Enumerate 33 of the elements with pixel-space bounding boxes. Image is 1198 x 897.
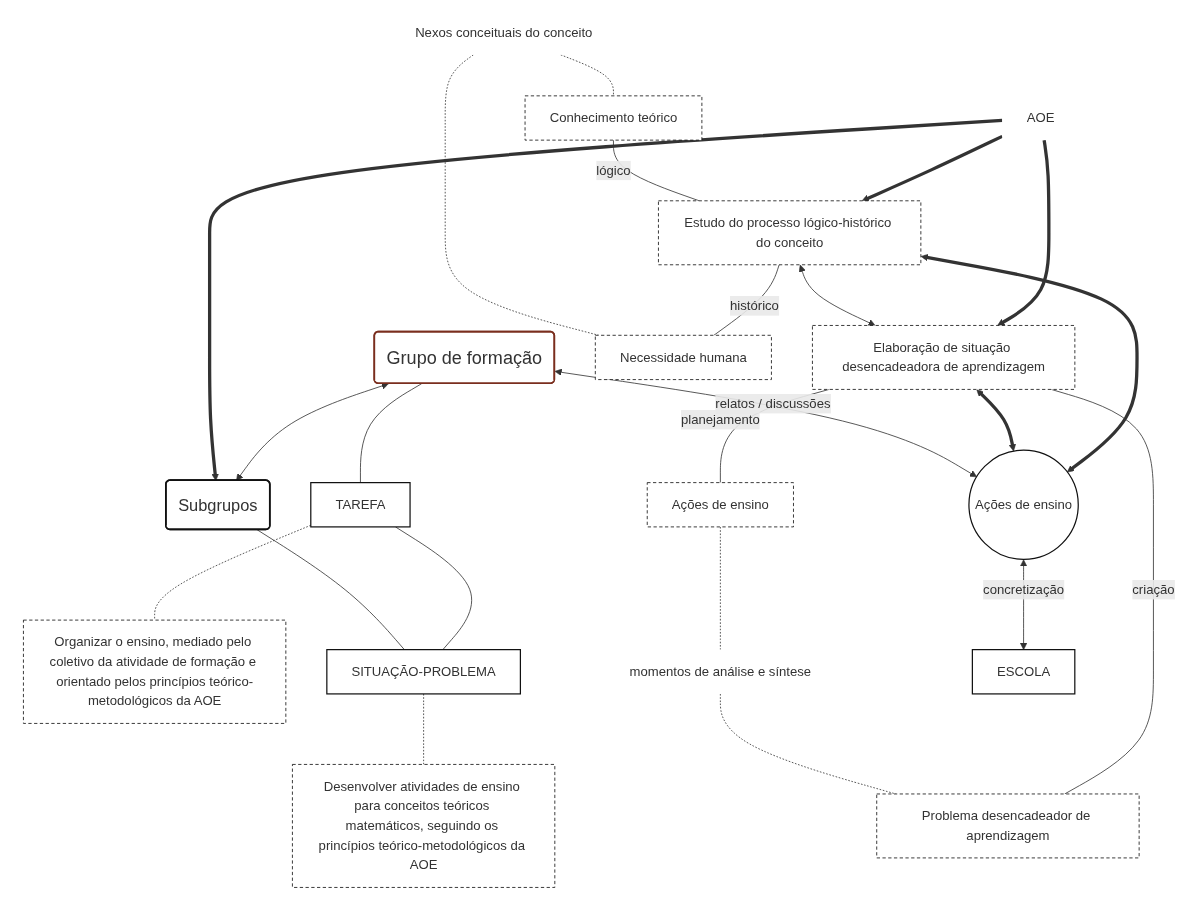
arrow [976,388,1016,451]
node-box: Estudo do processo lógico-histórico do conceito [658,199,922,265]
node-box: SITUAÇÃO-PROBLEMA [326,648,521,695]
connector [719,526,721,650]
edge-label: concretização [983,581,1065,596]
edge-label: relatos / discussões [715,395,831,410]
node-box: Organizar o ensino, mediado pelo coletivo da atividade de formação e orientado pelos princípios teórico-metodológicos da AOE [23,619,287,724]
node-box: Conhecimento teórico [524,94,703,141]
arrow [997,139,1051,326]
arrow [861,134,1003,201]
node-box: Problema desencadeador de aprendizagem [876,793,1140,858]
arrow [920,253,1139,472]
connector [1050,388,1154,794]
node-box: Desenvolver atividades de ensino para conceitos teóricos matemáticos, seguindo os princípios teórico-metodológicos da AOE [292,763,556,888]
connector [360,382,423,483]
node-circle: Ações de ensino [968,449,1079,560]
node-box: ESCOLA [971,648,1076,695]
connector [560,53,614,96]
connector [423,693,425,765]
node-box: Necessidade humana [594,334,772,380]
node-text: momentos de análise e síntese [629,663,812,678]
edge-label: lógico [596,162,631,177]
node-box: Elaboração de situação desencadeadora de aprendizagem [812,324,1076,390]
connector [256,528,405,650]
node-text: Nexos conceituais do conceito [415,24,593,39]
edge-label: histórico [730,297,779,312]
node-box: TAREFA [310,481,411,527]
node-text: AOE [1026,110,1055,125]
connector [713,263,780,336]
edge-label: criação [1132,581,1175,596]
edge-label: planejamento [680,411,760,426]
node-box: Ações de ensino [646,481,794,527]
connector [395,526,473,650]
